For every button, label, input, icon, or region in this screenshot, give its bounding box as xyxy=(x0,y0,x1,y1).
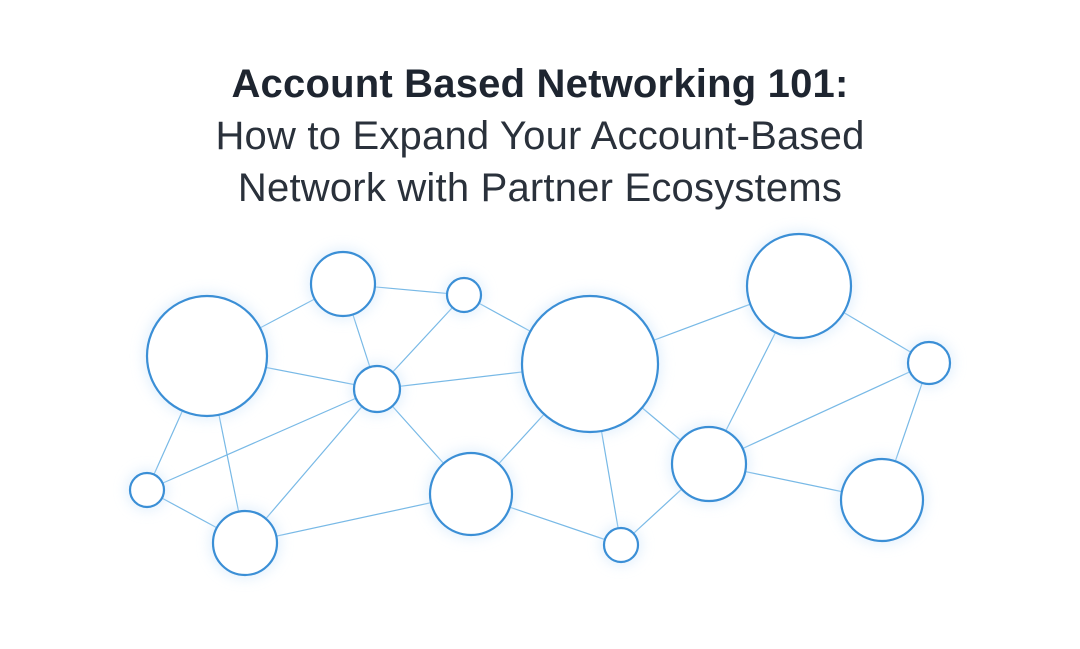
person-photo-left-woman xyxy=(126,469,168,511)
person-photo-small-suit-man xyxy=(443,274,485,316)
headline-line-3: Network with Partner Ecosystems xyxy=(237,166,843,210)
person-photo-blazer-woman xyxy=(209,507,281,579)
person-photo-beard-man xyxy=(668,423,750,505)
person-photo-laptop-man xyxy=(307,248,379,320)
person-photo-right-man xyxy=(904,338,954,388)
network-nodes xyxy=(126,230,954,579)
person-photo-bottom-man xyxy=(600,524,642,566)
person-photo-phone-man xyxy=(350,362,404,416)
headline: Account Based Networking 101: How to Exp… xyxy=(0,58,1080,214)
person-photo-woman-desk xyxy=(743,230,855,342)
person-photo-smiling-man xyxy=(518,292,662,436)
person-photo-suit-man xyxy=(143,292,271,420)
headline-line-1: Account Based Networking 101: xyxy=(231,62,849,106)
connection-line xyxy=(146,388,378,491)
person-photo-laughing-woman xyxy=(837,455,927,545)
headline-line-2: How to Expand Your Account-Based xyxy=(215,114,865,158)
person-photo-phone-woman xyxy=(426,449,516,539)
